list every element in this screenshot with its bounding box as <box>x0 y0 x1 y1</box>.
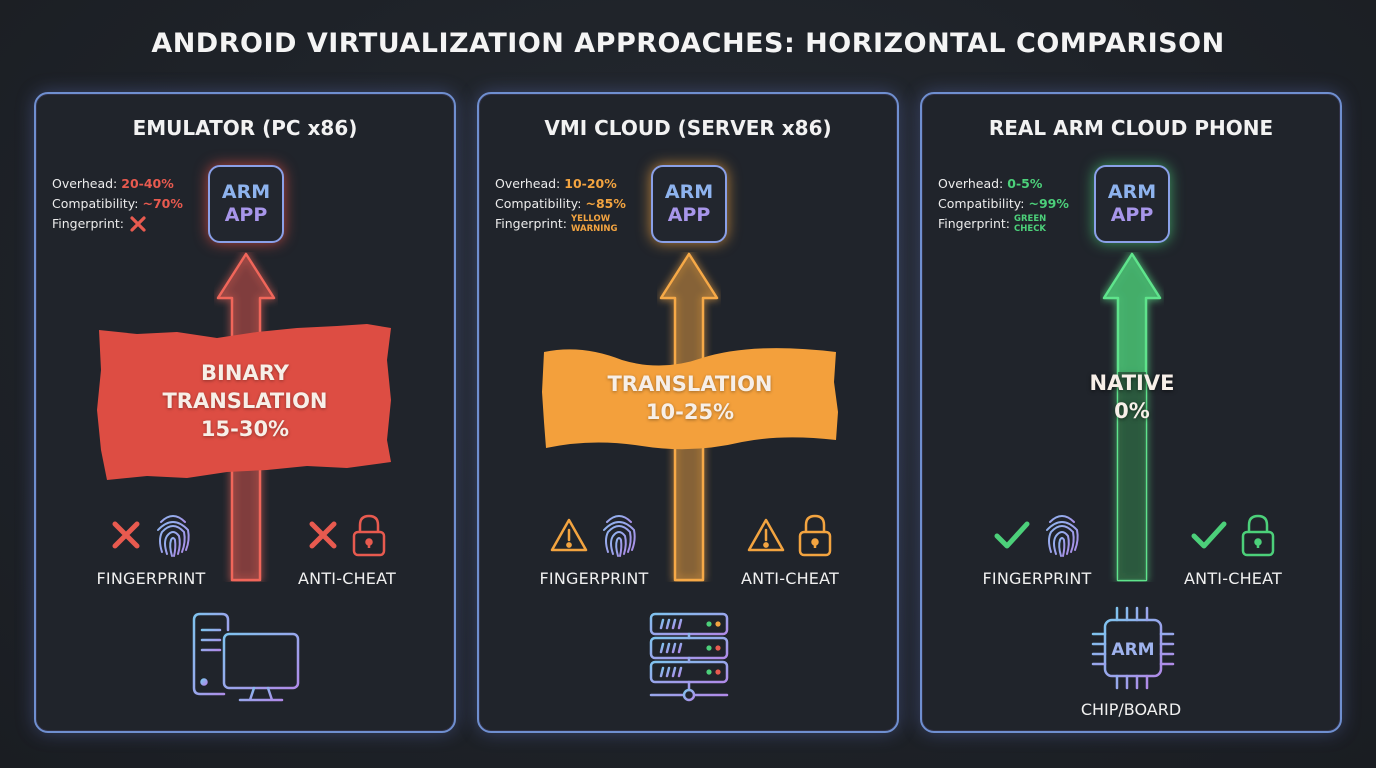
stat-overhead: Overhead: 10-20% <box>495 174 626 194</box>
arm-app-line1: ARM <box>1107 181 1157 203</box>
stat-compatibility: Compatibility: ~99% <box>938 194 1069 214</box>
banner-line1: TRANSLATION <box>607 372 773 396</box>
stat-compatibility: Compatibility: ~85% <box>495 194 626 214</box>
lock-icon <box>798 514 832 557</box>
stat-overhead: Overhead: 0-5% <box>938 174 1069 194</box>
stat-label: Fingerprint: <box>52 216 125 231</box>
arm-app-line1: ARM <box>221 181 271 203</box>
panel-title: VMI CLOUD (SERVER x86) <box>544 116 832 140</box>
chip-board-label: CHIP/BOARD <box>1080 700 1182 719</box>
panel-vmi-cloud: VMI CLOUD (SERVER x86) Overhead: 10-20% … <box>477 92 899 733</box>
feature-label: FINGERPRINT <box>539 569 649 588</box>
x-icon <box>130 216 146 232</box>
feature-label: ANTI-CHEAT <box>1184 569 1282 588</box>
stat-value: 0-5% <box>1007 176 1043 191</box>
status-line2: CHECK <box>1014 224 1047 234</box>
arm-app-line2: APP <box>1110 204 1154 226</box>
stat-compatibility: Compatibility: ~70% <box>52 194 183 214</box>
arrow-up-icon <box>1102 252 1162 582</box>
stats-list: Overhead: 20-40% Compatibility: ~70% Fin… <box>52 174 183 234</box>
feature-fingerprint: FINGERPRINT <box>972 509 1102 588</box>
fingerprint-icon <box>603 515 636 557</box>
x-icon <box>309 521 337 549</box>
lock-icon <box>352 514 386 557</box>
panel-title: EMULATOR (PC x86) <box>132 116 358 140</box>
stat-label: Overhead: <box>938 176 1004 191</box>
stat-label: Compatibility: <box>938 196 1025 211</box>
banner-line2: 10-25% <box>645 400 735 424</box>
stat-fingerprint: Fingerprint: <box>52 214 183 234</box>
arm-chip-icon: ARM <box>1091 606 1175 690</box>
stat-label: Compatibility: <box>52 196 139 211</box>
binary-translation-banner: BINARY TRANSLATION 15-30% <box>97 320 393 482</box>
status-line1: YELLOW <box>571 214 611 224</box>
feature-label: ANTI-CHEAT <box>741 569 839 588</box>
stat-label: Overhead: <box>495 176 561 191</box>
feature-label: FINGERPRINT <box>982 569 1092 588</box>
warning-icon <box>550 518 588 552</box>
check-icon <box>994 521 1030 549</box>
server-rack-icon <box>649 612 729 702</box>
fingerprint-icon <box>1046 515 1079 557</box>
arm-app-box: ARM APP <box>208 165 284 243</box>
stat-label: Overhead: <box>52 176 118 191</box>
native-label: NATIVE 0% <box>1072 362 1192 432</box>
fingerprint-status: GREEN CHECK <box>1014 214 1046 234</box>
feature-label: FINGERPRINT <box>96 569 206 588</box>
stat-value: ~70% <box>142 196 183 211</box>
stat-value: 20-40% <box>121 176 174 191</box>
feature-anti-cheat: ANTI-CHEAT <box>1168 509 1298 588</box>
stat-fingerprint: Fingerprint: GREEN CHECK <box>938 214 1069 234</box>
arm-app-line2: APP <box>667 204 711 226</box>
feature-anti-cheat: ANTI-CHEAT <box>282 509 412 588</box>
status-line1: GREEN <box>1014 214 1047 224</box>
stat-overhead: Overhead: 20-40% <box>52 174 183 194</box>
torn-paper-shape <box>97 324 391 480</box>
check-icon <box>1191 521 1227 549</box>
banner-line1: NATIVE <box>1089 371 1175 395</box>
lock-icon <box>1241 514 1275 557</box>
arm-app-box: ARM APP <box>651 165 727 243</box>
fingerprint-status: YELLOW WARNING <box>571 214 617 234</box>
feature-fingerprint: FINGERPRINT <box>86 509 216 588</box>
stat-label: Fingerprint: <box>495 216 568 231</box>
stat-value: 10-20% <box>564 176 617 191</box>
status-line2: WARNING <box>571 224 618 234</box>
arm-app-box: ARM APP <box>1094 165 1170 243</box>
x-icon <box>112 521 140 549</box>
panel-title: REAL ARM CLOUD PHONE <box>988 116 1274 140</box>
chip-text: ARM <box>1111 640 1154 660</box>
stat-value: ~85% <box>585 196 626 211</box>
translation-banner: TRANSLATION 10-25% <box>542 342 838 454</box>
desktop-pc-icon <box>192 612 300 702</box>
arm-app-line1: ARM <box>664 181 714 203</box>
stat-label: Fingerprint: <box>938 216 1011 231</box>
panel-real-arm-cloud-phone: REAL ARM CLOUD PHONE Overhead: 0-5% Comp… <box>920 92 1342 733</box>
fingerprint-icon <box>157 515 190 557</box>
banner-line2: 0% <box>1114 399 1150 423</box>
banner-line3: 15-30% <box>200 417 290 441</box>
page-title: ANDROID VIRTUALIZATION APPROACHES: HORIZ… <box>151 28 1225 59</box>
banner-line2: TRANSLATION <box>162 389 328 413</box>
banner-line1: BINARY <box>201 361 289 385</box>
warning-icon <box>747 518 785 552</box>
arm-app-line2: APP <box>224 204 268 226</box>
stat-label: Compatibility: <box>495 196 582 211</box>
stat-value: ~99% <box>1028 196 1069 211</box>
feature-fingerprint: FINGERPRINT <box>529 509 659 588</box>
feature-label: ANTI-CHEAT <box>298 569 396 588</box>
stats-list: Overhead: 10-20% Compatibility: ~85% Fin… <box>495 174 626 234</box>
stats-list: Overhead: 0-5% Compatibility: ~99% Finge… <box>938 174 1069 234</box>
stat-fingerprint: Fingerprint: YELLOW WARNING <box>495 214 626 234</box>
feature-anti-cheat: ANTI-CHEAT <box>725 509 855 588</box>
panel-emulator: EMULATOR (PC x86) Overhead: 20-40% Compa… <box>34 92 456 733</box>
wavy-banner-shape <box>542 348 838 450</box>
